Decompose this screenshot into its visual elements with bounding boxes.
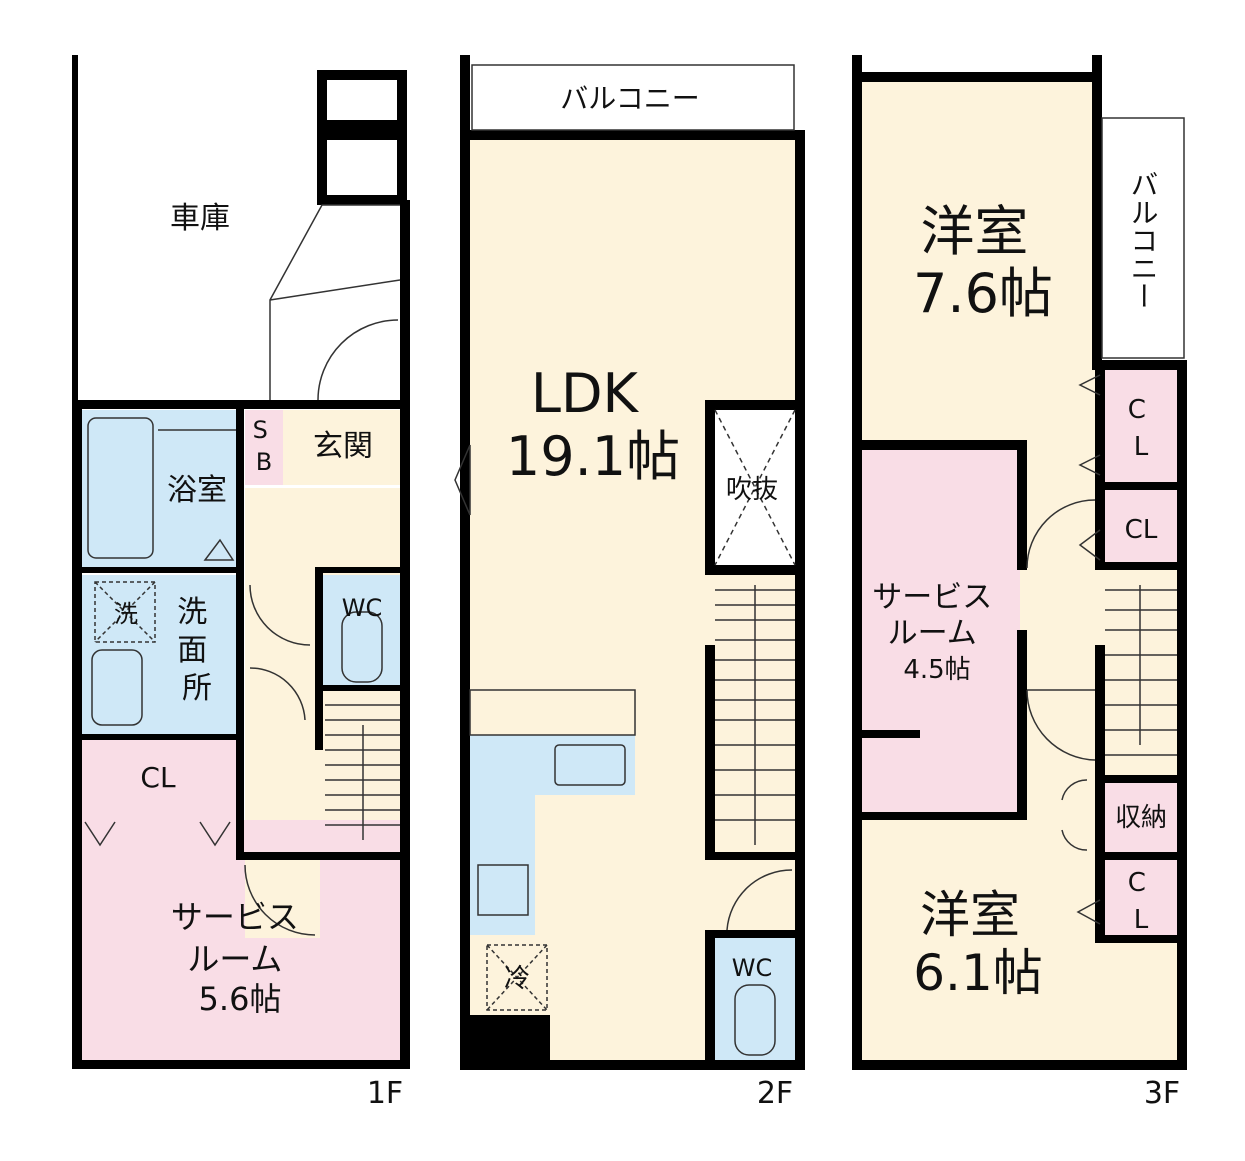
floor-label-2f: 2F	[757, 1076, 793, 1111]
void-label: 吹抜	[726, 475, 778, 505]
storage-area	[1105, 778, 1177, 853]
sb-label: S B	[253, 416, 276, 476]
floor-2f: バルコニー LDK 19.1帖 吹抜 冷 WC 2F	[454, 55, 805, 1111]
western-room-2-label: 洋室 6.1帖	[913, 886, 1043, 1002]
service-room-area-3f	[862, 440, 1022, 815]
closet-label-1f: CL	[140, 761, 176, 794]
sb-label-line: B	[256, 448, 272, 476]
service-room-entry	[245, 858, 320, 938]
closet-1-label-line: C	[1128, 395, 1146, 425]
western-room-1-label: 洋室 7.6帖	[913, 200, 1053, 325]
washroom-label-line: 所	[182, 671, 212, 706]
entrance-area	[283, 410, 401, 485]
washroom-area	[80, 575, 238, 735]
washroom-label-line: 洗	[177, 595, 207, 630]
closet-3-label: C L	[1128, 868, 1154, 935]
closet-3-label-line: L	[1134, 905, 1149, 935]
wc-label-2f: WC	[732, 954, 773, 982]
western-room-2-label-line: 6.1帖	[913, 944, 1043, 1002]
floor-label-3f: 3F	[1144, 1076, 1180, 1111]
service-room-label-line: サービス	[171, 898, 299, 936]
closet-1-label: C L	[1128, 395, 1154, 462]
floor-3f: 洋室 7.6帖 バルコニー C L CL サービス ルーム 4.5帖 収納 C …	[852, 55, 1187, 1111]
service-room-label-3f: サービス ルーム 4.5帖	[872, 580, 1002, 685]
service-room-3f-label-line: 4.5帖	[903, 655, 970, 685]
closet-3-area	[1105, 858, 1177, 938]
wc-label-1f: WC	[342, 594, 383, 622]
ldk-label-line: 19.1帖	[506, 425, 680, 488]
balcony-label-3f: バルコニー	[1127, 170, 1160, 310]
shoe-box-area	[245, 410, 283, 485]
western-room-2-label-line: 洋室	[920, 886, 1020, 944]
closet-1-label-line: L	[1134, 432, 1149, 462]
closet-3-label-line: C	[1128, 868, 1146, 898]
western-room-1-label-line: 7.6帖	[913, 262, 1053, 325]
washroom-label: 洗 面 所	[177, 595, 217, 706]
ldk-label: LDK 19.1帖	[506, 362, 680, 488]
western-room-1-label-line: 洋室	[920, 200, 1028, 263]
closet-2-label: CL	[1125, 515, 1158, 545]
service-room-3f-label-line: サービス	[872, 580, 992, 615]
floor-1f: 車庫 浴室 洗 洗 面 所 S B 玄関 WC CL サービス ルーム 5.6帖…	[72, 55, 410, 1111]
closet-area-1f	[80, 740, 238, 820]
storage-label: 収納	[1115, 803, 1167, 833]
garage-label: 車庫	[170, 201, 230, 236]
bath-label: 浴室	[167, 473, 227, 508]
closet-1-area	[1105, 370, 1177, 485]
fridge-label: 冷	[504, 964, 530, 994]
kitchen-counter-b	[470, 735, 635, 795]
western-room-1-area	[862, 80, 1100, 440]
service-room-label-line: 5.6帖	[199, 980, 282, 1018]
service-room-label-1f: サービス ルーム 5.6帖	[171, 898, 309, 1018]
sb-label-line: S	[253, 416, 268, 444]
service-room-label-line: ルーム	[187, 940, 282, 978]
washer-label: 洗	[114, 600, 138, 628]
floor-label-1f: 1F	[367, 1076, 403, 1111]
fridge-area	[480, 940, 550, 1015]
ldk-label-line: LDK	[531, 362, 640, 425]
closet-2-area	[1105, 490, 1177, 565]
entrance-label: 玄関	[313, 429, 373, 464]
service-room-3f-label-line: ルーム	[888, 616, 977, 651]
wc-area-1f	[322, 575, 400, 685]
balcony-label-2f: バルコニー	[560, 82, 699, 115]
washroom-label-line: 面	[177, 633, 207, 668]
wc-area-2f	[715, 935, 795, 1060]
